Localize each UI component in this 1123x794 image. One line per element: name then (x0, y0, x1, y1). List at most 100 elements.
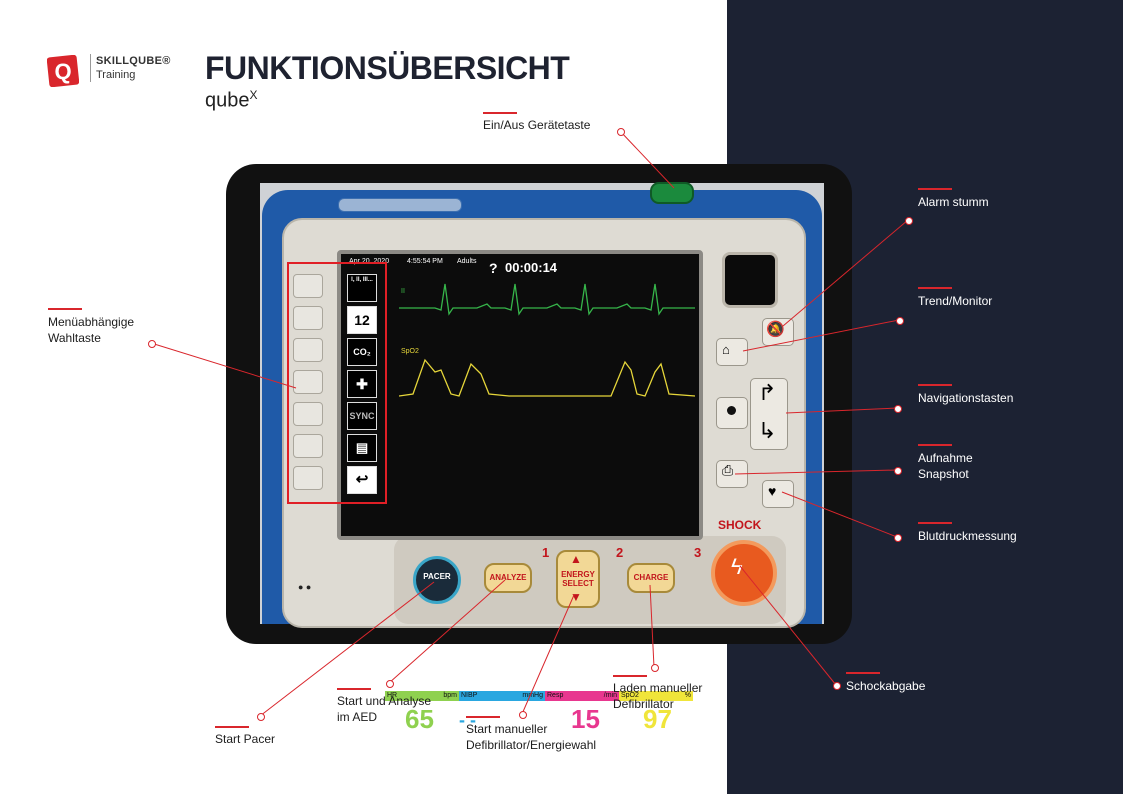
callout-dot-shock (833, 682, 841, 690)
soft-key-7[interactable] (293, 466, 323, 490)
nibp-header: NIBP mmHg (459, 691, 545, 701)
ecg-waveform (399, 283, 695, 316)
callout-snapshot-line2: Snapshot (918, 467, 969, 481)
callout-dot-trend (896, 317, 904, 325)
trend-icon: ⌂ (722, 342, 730, 357)
power-button[interactable] (650, 182, 694, 204)
charge-button[interactable]: CHARGE (627, 563, 675, 593)
cross-icon: ✚ (347, 370, 377, 398)
nibp-unit: mmHg (522, 692, 543, 699)
twelve-lead-label: 12 (347, 306, 377, 334)
callout-trend-text: Trend/Monitor (918, 294, 993, 308)
callout-energy-line1: Start manueller (466, 722, 548, 736)
resp-value: 15 (571, 704, 600, 734)
callout-analyze-line2: im AED (337, 710, 378, 724)
shock-button[interactable] (711, 540, 777, 606)
spo2-label: SpO2 (621, 692, 639, 699)
printer-icon: ▤ (347, 434, 377, 462)
callout-alarm-text: Alarm stumm (918, 195, 989, 209)
resp-header: Resp/min (545, 691, 619, 701)
hr-value: 65 (405, 704, 434, 734)
callout-dot-snapshot (894, 467, 902, 475)
callout-dot-bp (894, 534, 902, 542)
bp-cuff-icon: ♥ (768, 483, 777, 499)
energy-down-icon: ▼ (570, 590, 582, 604)
subtitle-sup: X (249, 88, 258, 102)
select-dot-icon (727, 406, 736, 415)
callout-dot-softkey (148, 340, 156, 348)
callout-bp-text: Blutdruckmessung (918, 529, 1017, 543)
shock-label: SHOCK (718, 518, 762, 532)
co2-label: CO₂ (347, 338, 377, 366)
callout-energy-line2: Defibrillator/Energiewahl (466, 738, 597, 752)
callout-analyze-line1: Start und Analyse (337, 694, 432, 708)
step-1-label: 1 (542, 545, 550, 560)
callout-softkey-line2: Wahltaste (48, 331, 101, 345)
callout-alarm: Alarm stumm (918, 188, 989, 210)
page-title: FUNKTIONSÜBERSICHT (205, 50, 570, 86)
pacer-button[interactable] (413, 556, 461, 604)
softkey-highlight-box (287, 262, 387, 504)
analyze-button[interactable]: ANALYZE (484, 563, 532, 593)
nav-arrows-button[interactable] (750, 378, 788, 450)
ecg-lead-label: II (401, 288, 405, 295)
callout-pacer: Start Pacer (215, 726, 275, 747)
callout-dot-analyze (386, 680, 394, 688)
speaker-grille (722, 252, 778, 308)
step-3-label: 3 (694, 545, 702, 560)
callout-navigation-text: Navigationstasten (918, 391, 1014, 405)
resp-unit: /min (603, 692, 617, 699)
callout-shock: Schockabgabe (846, 672, 925, 694)
bell-icon: 🔕 (766, 321, 785, 338)
alarm-silence-button[interactable] (762, 318, 794, 346)
callout-dot-nav (894, 405, 902, 413)
lightning-icon: ϟ (731, 554, 743, 579)
soft-key-5[interactable] (293, 402, 323, 426)
monitor-question: ? (489, 260, 498, 276)
blood-pressure-button[interactable] (762, 480, 794, 508)
soft-key-2[interactable] (293, 306, 323, 330)
monitor-mode: Adults (457, 258, 477, 265)
callout-navigation: Navigationstasten (918, 384, 1013, 406)
return-icon: ↩ (347, 466, 377, 494)
callout-trend: Trend/Monitor (918, 287, 992, 309)
callout-shock-text: Schockabgabe (846, 679, 926, 693)
lead-select-label: I, II, III... (347, 274, 377, 302)
callout-dot-power (617, 128, 625, 136)
camera-icon: ⎙ (722, 462, 734, 478)
brand-name: SKILLQUBE® (96, 55, 171, 67)
skillqube-logo-icon: Q (47, 55, 79, 87)
subtitle-text: qube (205, 89, 250, 112)
pacer-label: PACER (423, 572, 451, 581)
spo2-value: 97 (643, 704, 672, 734)
hr-label: HR (387, 692, 398, 699)
status-indicators-icon: ● ● (298, 582, 312, 592)
hr-unit: bpm (443, 692, 457, 699)
energy-select-button[interactable]: ENERGY SELECT (556, 550, 600, 608)
callout-analyze: Start und Analyse im AED (337, 688, 431, 725)
soft-key-6[interactable] (293, 434, 323, 458)
soft-key-1[interactable] (293, 274, 323, 298)
callout-softkey-line1: Menüabhängige (48, 315, 135, 329)
monitor-time: 4:55:54 PM (407, 258, 443, 265)
monitor-screen: Apr 20, 2020 4:55:54 PM Adults ? 00:00:1… (337, 250, 703, 734)
callout-dot-alarm (905, 217, 913, 225)
arrow-up-icon: ↱ (758, 380, 777, 405)
spo2-waveform (399, 358, 695, 397)
device-handle (338, 198, 462, 212)
trend-monitor-button[interactable] (716, 338, 748, 366)
brand-text: SKILLQUBE® Training (90, 54, 171, 82)
nibp-label: NIBP (461, 692, 478, 699)
monitor-date: Apr 20, 2020 (349, 258, 390, 265)
spo2-unit: % (684, 692, 691, 699)
callout-power-text: Ein/Aus Gerätetaste (483, 118, 591, 132)
spo2-wave-label: SpO2 (401, 348, 419, 355)
soft-key-3[interactable] (293, 338, 323, 362)
callout-bp: Blutdruckmessung (918, 522, 1017, 544)
callout-power: Ein/Aus Gerätetaste (483, 112, 590, 133)
soft-key-4[interactable] (293, 370, 323, 394)
